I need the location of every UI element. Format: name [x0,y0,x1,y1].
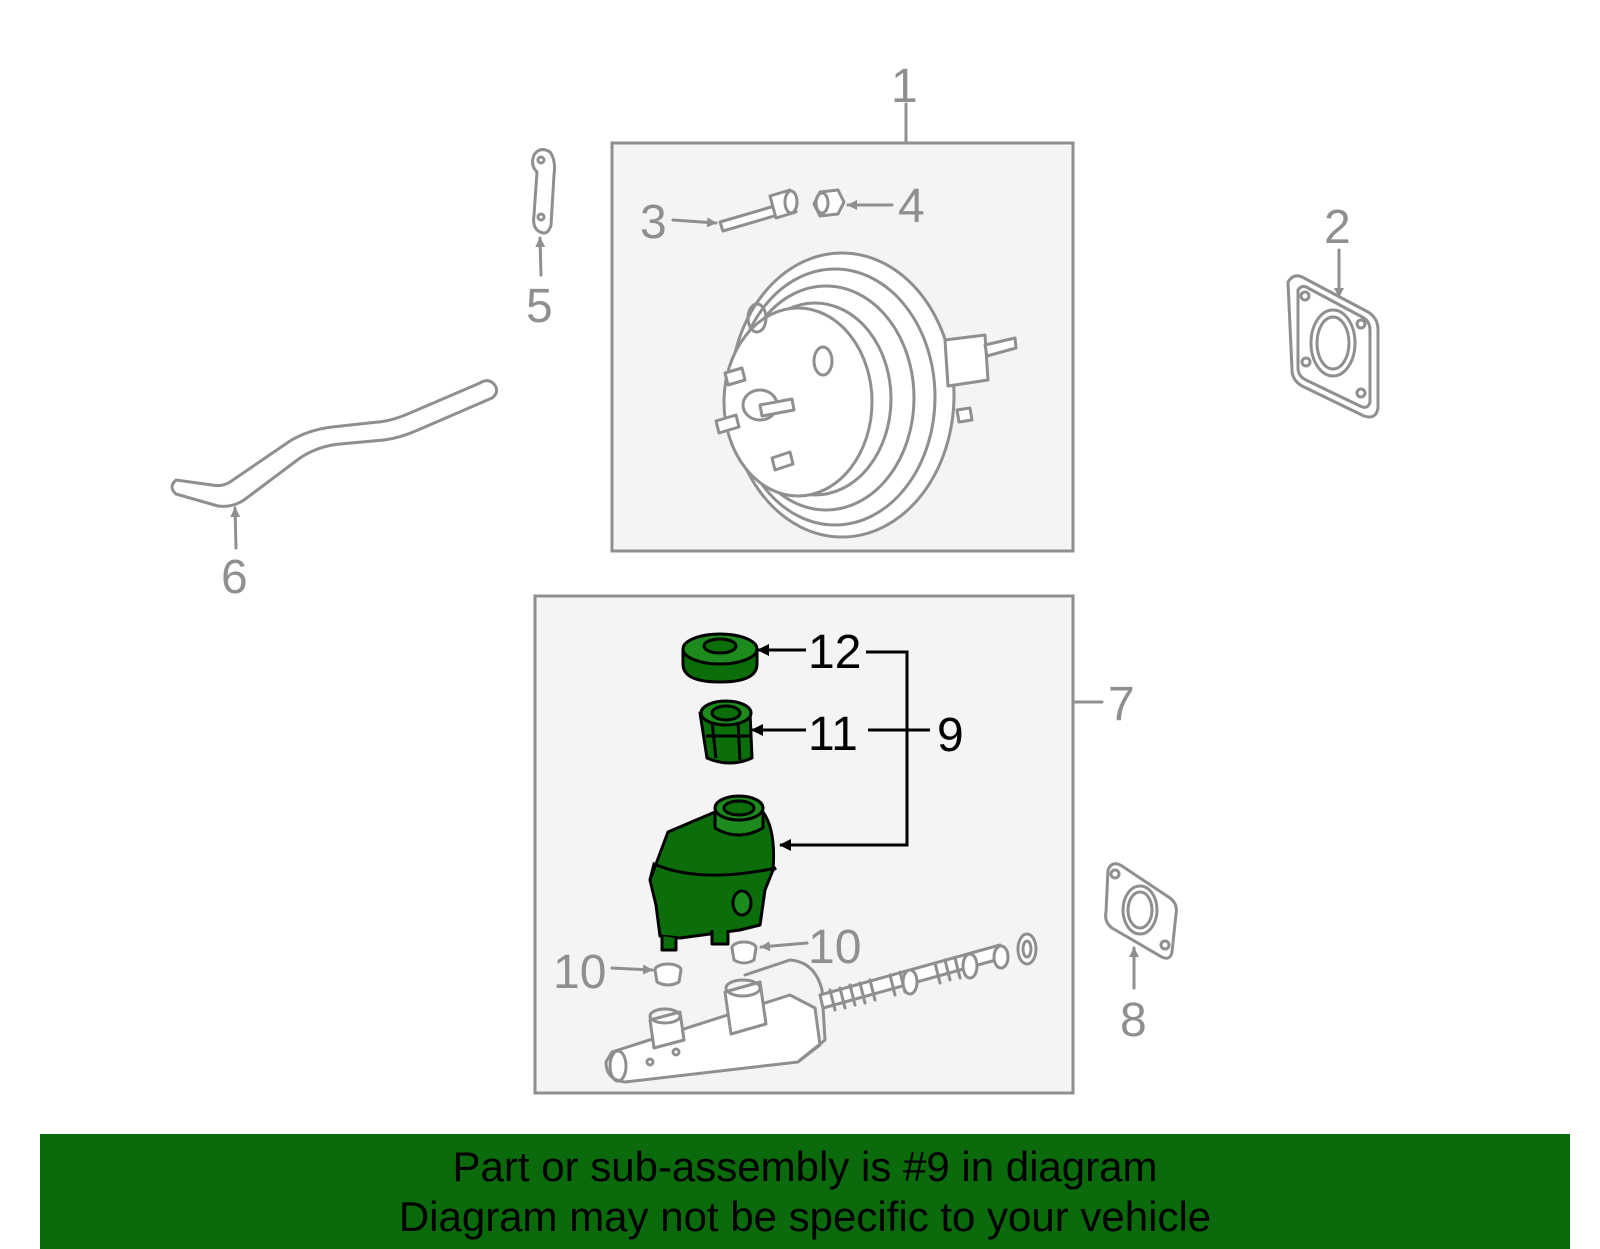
gasket-8 [1104,862,1178,960]
info-banner: Part or sub-assembly is #9 in diagram Di… [40,1134,1570,1249]
callout-6: 6 [221,551,248,604]
banner-line-2: Diagram may not be specific to your vehi… [398,1193,1212,1240]
callout-10b-leader [759,941,809,952]
grommet-10-left [653,962,683,987]
callout-12: 12 [808,626,861,679]
master-cylinder-body [604,958,827,1084]
callout-10-left: 10 [553,946,606,999]
grommet-10-right [730,940,758,965]
callout-5-leader [535,236,546,277]
callout-7: 7 [1108,678,1135,731]
gasket-2 [1286,274,1380,419]
callout-11: 11 [808,708,858,761]
vacuum-hose-6 [170,379,499,508]
callout-4: 4 [898,180,925,233]
brake-booster [714,251,1018,539]
bolt-3 [718,188,799,233]
callout-6-leader [230,506,241,550]
clip-5 [531,148,556,235]
callout-3-leader [671,217,718,228]
callout-3: 3 [640,196,667,249]
group-9-bracket [779,650,909,851]
reservoir-cap-12[interactable] [681,632,759,684]
callout-9: 9 [937,709,964,762]
callout-10a-leader [610,964,654,975]
nut-4 [812,188,846,218]
callout-1: 1 [891,60,918,113]
banner-line-1: Part or sub-assembly is #9 in diagram [452,1143,1158,1190]
callout-10-right: 10 [808,921,861,974]
brake-fluid-reservoir-9[interactable] [648,794,777,952]
strainer-11[interactable] [698,699,754,765]
piston-spring-assembly [818,932,1038,1012]
callout-2: 2 [1324,201,1351,254]
callout-5: 5 [526,280,553,333]
callout-8: 8 [1120,994,1147,1047]
